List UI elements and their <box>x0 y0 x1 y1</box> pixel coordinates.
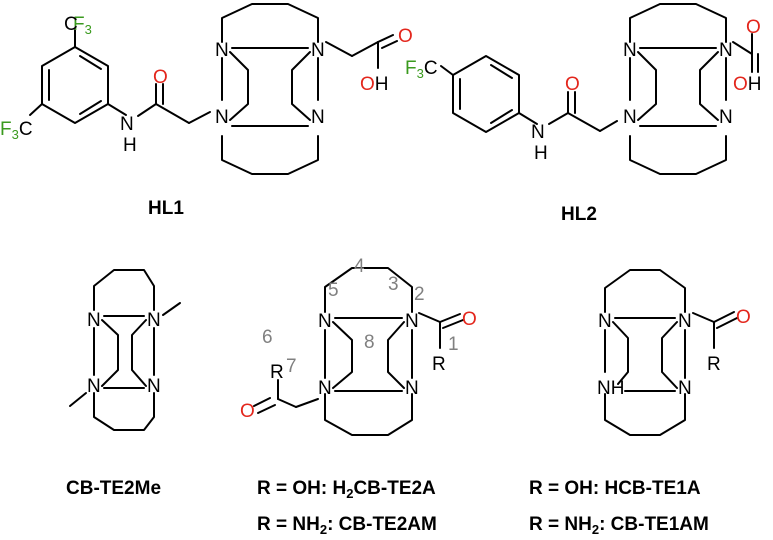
hl2-carbonyl-o: O <box>746 17 761 38</box>
hl2-n3: N <box>623 107 637 128</box>
locant-7: 7 <box>286 356 297 377</box>
hl1-n4: N <box>311 107 325 128</box>
locant-3: 3 <box>388 274 399 295</box>
locant-6: 6 <box>262 327 273 348</box>
label-te1a: R = OH: HCB-TE1A <box>529 478 701 499</box>
te2me-n3: N <box>87 376 101 397</box>
hl2-n4: N <box>719 107 733 128</box>
hl1-structure: F3 C F3C N H O N N N N O OH <box>0 3 413 175</box>
label-hl2: HL2 <box>561 204 597 225</box>
hl1-n1: N <box>215 40 229 61</box>
hl1-hydroxyl: OH <box>360 74 389 95</box>
te2a-n4: N <box>405 378 419 399</box>
locant-5: 5 <box>328 280 339 301</box>
hl1-n2: N <box>311 40 325 61</box>
hl1-amide-h: H <box>123 135 137 156</box>
te1a-nh: NH <box>597 378 624 399</box>
hl2-hydroxyl: OH <box>733 74 762 95</box>
hl2-cf3-label: F3C <box>405 58 438 81</box>
label-te1am: R = NH2: CB-TE1AM <box>529 514 709 537</box>
cf3-bottom-label: F3C <box>0 119 33 142</box>
locant-1: 1 <box>448 334 459 355</box>
hl1-amide-n: N <box>120 114 134 135</box>
label-cbte2me: CB-TE2Me <box>66 478 161 499</box>
locant-8: 8 <box>364 332 375 353</box>
te2a-r1: R <box>432 354 446 375</box>
locant-4: 4 <box>354 256 365 277</box>
hl2-n2: N <box>719 40 733 61</box>
hl1-n3: N <box>215 107 229 128</box>
te2a-n3: N <box>318 378 332 399</box>
te1a-n4: N <box>678 378 692 399</box>
te1a-o: O <box>736 307 751 328</box>
te2a-n2: N <box>405 311 419 332</box>
hl2-amide-n: N <box>531 122 545 143</box>
te2me-n2: N <box>147 310 161 331</box>
cf3-top-label: F3 <box>73 14 92 37</box>
hl1-amide-o: O <box>153 67 168 88</box>
cf3-top-c: C <box>64 14 78 35</box>
te1a-n2: N <box>678 311 692 332</box>
te2me-n4: N <box>147 376 161 397</box>
hl2-amide-o: O <box>565 74 580 95</box>
hl2-n1: N <box>623 40 637 61</box>
te2a-n1: N <box>318 311 332 332</box>
te2me-n1: N <box>87 310 101 331</box>
hl1-carbonyl-o: O <box>398 26 413 47</box>
te1a-n1: N <box>598 311 612 332</box>
te1a-r: R <box>707 354 721 375</box>
te2a-o1: O <box>462 309 477 330</box>
hl2-structure: F3C N H O N N N N O OH <box>405 3 762 175</box>
te2a-r2: R <box>270 362 284 383</box>
label-te2am: R = NH2: CB-TE2AM <box>257 514 437 537</box>
locant-2: 2 <box>414 284 425 305</box>
cbte1a-structure: N N NH N O R <box>597 269 751 436</box>
label-hl1: HL1 <box>148 198 184 219</box>
label-te2a: R = OH: H2CB-TE2A <box>257 478 436 501</box>
hl2-amide-h: H <box>534 143 548 164</box>
cbte2a-structure: N N N N O R O R 1 2 3 4 5 6 7 8 <box>240 256 477 436</box>
te2a-o2: O <box>240 401 255 422</box>
cbte2me-structure: N N N N <box>69 269 181 431</box>
